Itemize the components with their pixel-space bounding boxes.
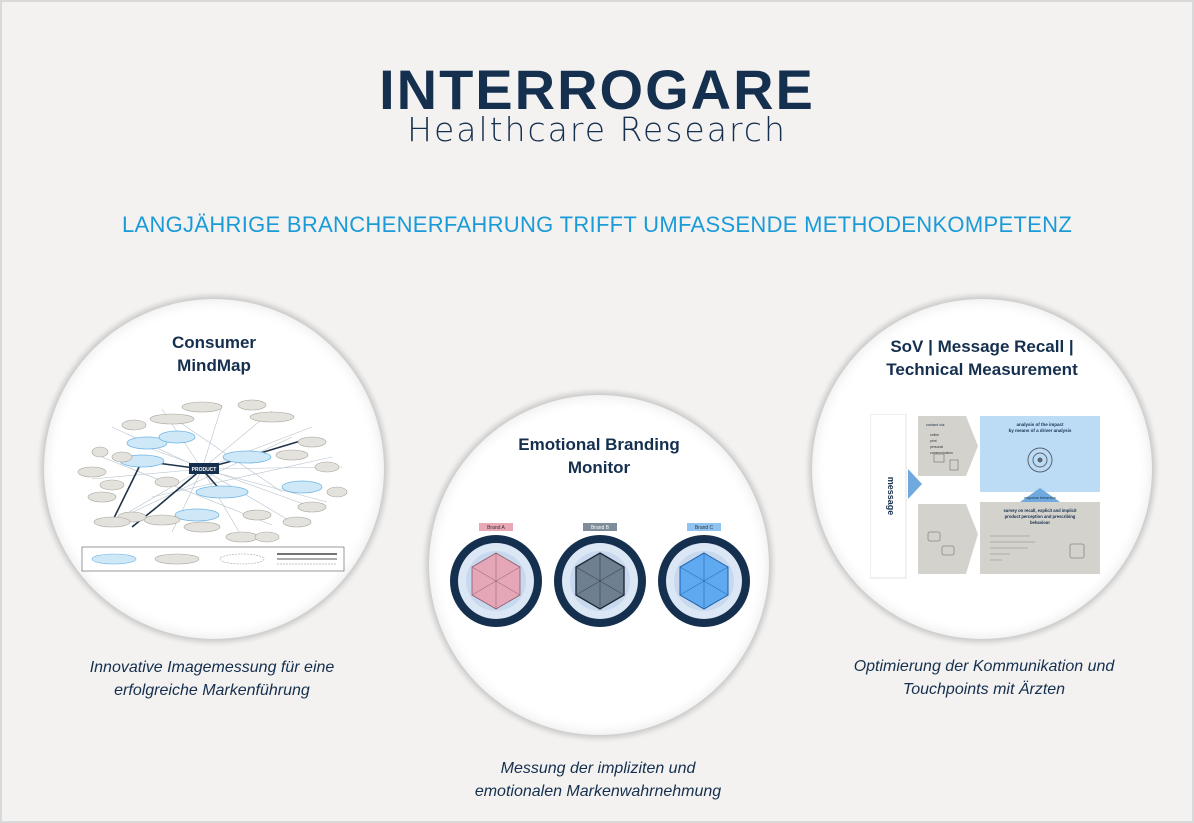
branding-graphic: Brand A Brand B Brand C (450, 523, 750, 627)
mindmap-graphic: PRODUCT (77, 399, 348, 572)
sov-graphic: message contact via: online print person… (870, 414, 1100, 579)
sov-contact-item: communication (930, 451, 953, 455)
sov-survey-line3: behaviour (1030, 520, 1050, 525)
mindmap-title-line2: MindMap (177, 356, 251, 375)
sov-title: SoV | Message Recall | Technical Measure… (812, 335, 1152, 381)
sov-analysis-line2: by means of a driver analysis (1009, 428, 1072, 433)
brand-a-label: Brand A (487, 525, 505, 531)
mindmap-circle: Consumer MindMap (44, 299, 384, 639)
logo-wordmark: INTERROGARE (379, 58, 815, 121)
branding-caption-line2: emotionalen Markenwahrnehmung (474, 783, 722, 800)
sov-caption-line2: Touchpoints mit Ärzten (902, 681, 1066, 698)
mindmap-center-node: PRODUCT (192, 467, 217, 473)
sov-caption: Optimierung der Kommunikation und Touchp… (814, 655, 1154, 701)
sov-message-label: message (886, 477, 896, 516)
sov-contact-label: contact via: (926, 423, 945, 427)
sov-contact-item: print (930, 439, 937, 443)
brand-b-label: Brand B (591, 525, 610, 531)
sov-caption-line1: Optimierung der Kommunikation und (853, 658, 1115, 675)
brand-c-chart: Brand C (658, 523, 750, 627)
brand-c-label: Brand C (695, 525, 714, 531)
sov-contact-item: online (930, 433, 939, 437)
branding-caption: Messung der impliziten und emotionalen M… (428, 757, 768, 803)
tagline: LANGJÄHRIGE BRANCHENERFAHRUNG TRIFFT UMF… (121, 212, 1073, 237)
mindmap-title: Consumer MindMap (44, 331, 384, 377)
sov-title-line1: SoV | Message Recall | (890, 337, 1074, 356)
sov-title-line2: Technical Measurement (886, 360, 1078, 379)
branding-circle: Emotional Branding Monitor Brand A Brand… (429, 395, 769, 735)
branding-title-line1: Emotional Branding (518, 435, 680, 454)
branding-caption-line1: Messung der impliziten und (500, 760, 696, 777)
branding-title-line2: Monitor (567, 458, 631, 477)
brand-a-chart: Brand A (450, 523, 542, 627)
sov-circle: SoV | Message Recall | Technical Measure… (812, 299, 1152, 639)
sov-response-label: response behaviour (1024, 496, 1056, 500)
mindmap-caption: Innovative Imagemessung für eine erfolgr… (42, 656, 382, 702)
sov-survey-line2: product perception and prescribing (1005, 514, 1076, 519)
sov-contact-item: personal (930, 445, 943, 449)
mindmap-caption-line2: erfolgreiche Markenführung (114, 682, 310, 699)
mindmap-caption-line1: Innovative Imagemessung für eine (89, 659, 335, 676)
branding-title: Emotional Branding Monitor (429, 433, 769, 479)
mindmap-title-line1: Consumer (171, 333, 257, 352)
sov-survey-line1: survey on recall, explicit and implicit (1003, 508, 1077, 513)
brand-b-chart: Brand B (554, 523, 646, 627)
sov-analysis-line1: analysis of the impact (1016, 422, 1064, 427)
logo-subtitle: Healthcare Research (407, 110, 787, 149)
